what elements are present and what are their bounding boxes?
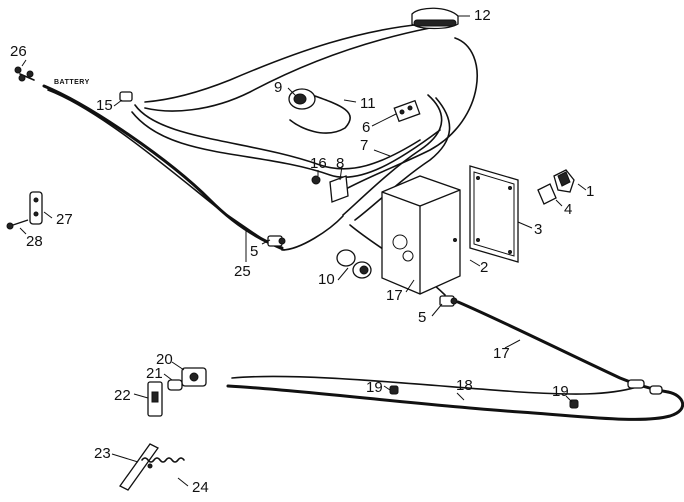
battery-label: BATTERY [54, 79, 90, 86]
bolts-26 [14, 66, 34, 82]
socket-15 [119, 91, 133, 102]
harness-wire-8 [289, 95, 351, 134]
callout-5a: 5 [250, 243, 258, 260]
switch-knob-1 [553, 169, 575, 193]
callout-16: 16 [310, 155, 327, 172]
callout-10: 10 [318, 271, 335, 288]
callout-26: 26 [10, 43, 27, 60]
bracket-8 [329, 175, 349, 203]
harness-wire-7 [354, 97, 451, 221]
wire-18 [226, 384, 684, 421]
connector-5a [267, 235, 286, 247]
callout-20: 20 [156, 351, 173, 368]
callout-6: 6 [362, 119, 370, 136]
callout-27: 27 [56, 211, 73, 228]
screw-28 [6, 219, 29, 230]
callout-22: 22 [114, 387, 131, 404]
callout-12: 12 [474, 7, 491, 24]
switch-20 [181, 367, 207, 387]
leader-lines [19, 15, 587, 487]
callout-25: 25 [234, 263, 251, 280]
callout-24: 24 [192, 479, 209, 496]
harness-wire-1 [144, 23, 425, 103]
terminal-16 [311, 175, 321, 185]
clip-4 [537, 183, 557, 205]
callout-5b: 5 [418, 309, 426, 326]
lever-23 [119, 443, 159, 491]
wiring-harness [19, 23, 684, 421]
spring-24 [141, 457, 185, 463]
cable-17-end [627, 379, 663, 395]
wire-18-upper [231, 375, 641, 395]
callout-labels: 1 2 3 4 5 5 6 7 8 9 10 11 12 15 16 17 17… [10, 7, 594, 496]
callout-11: 11 [360, 95, 376, 112]
callout-23: 23 [94, 445, 111, 462]
control-box-2 [381, 175, 461, 295]
harness-wire-2 [144, 27, 431, 112]
harness-wire-5 [131, 111, 441, 179]
callout-3: 3 [534, 221, 542, 238]
callout-15: 15 [96, 97, 113, 114]
callout-18: 18 [456, 377, 473, 394]
battery-cable-25 [42, 84, 284, 250]
callout-28: 28 [26, 233, 43, 250]
callout-17b: 17 [493, 345, 510, 362]
cable-17 [456, 300, 670, 394]
fuse-block-6 [393, 99, 421, 123]
callout-1: 1 [586, 183, 594, 200]
callout-2: 2 [480, 259, 488, 276]
callout-7: 7 [360, 137, 368, 154]
bracket-27 [29, 191, 43, 225]
callout-21: 21 [146, 365, 163, 382]
harness-wire-4 [134, 104, 421, 170]
callout-4: 4 [564, 201, 572, 218]
connector-5b [439, 295, 458, 307]
callout-19b: 19 [552, 383, 569, 400]
tail-lamp-12 [411, 7, 459, 30]
plunger-21 [167, 379, 183, 391]
callout-8: 8 [336, 155, 344, 172]
harness-wire-9 [281, 215, 344, 251]
harness-wire-6 [342, 94, 443, 216]
harness-wire-3 [343, 37, 478, 191]
gauge-9 [288, 88, 316, 110]
battery-wire-thin [47, 89, 285, 251]
callout-9: 9 [274, 79, 282, 96]
callout-19a: 19 [366, 379, 383, 396]
knobs-10 [336, 249, 372, 279]
clip-19a [389, 385, 399, 395]
plate-22 [147, 381, 163, 417]
callout-17a: 17 [386, 287, 403, 304]
cover-plate-3 [469, 165, 519, 263]
